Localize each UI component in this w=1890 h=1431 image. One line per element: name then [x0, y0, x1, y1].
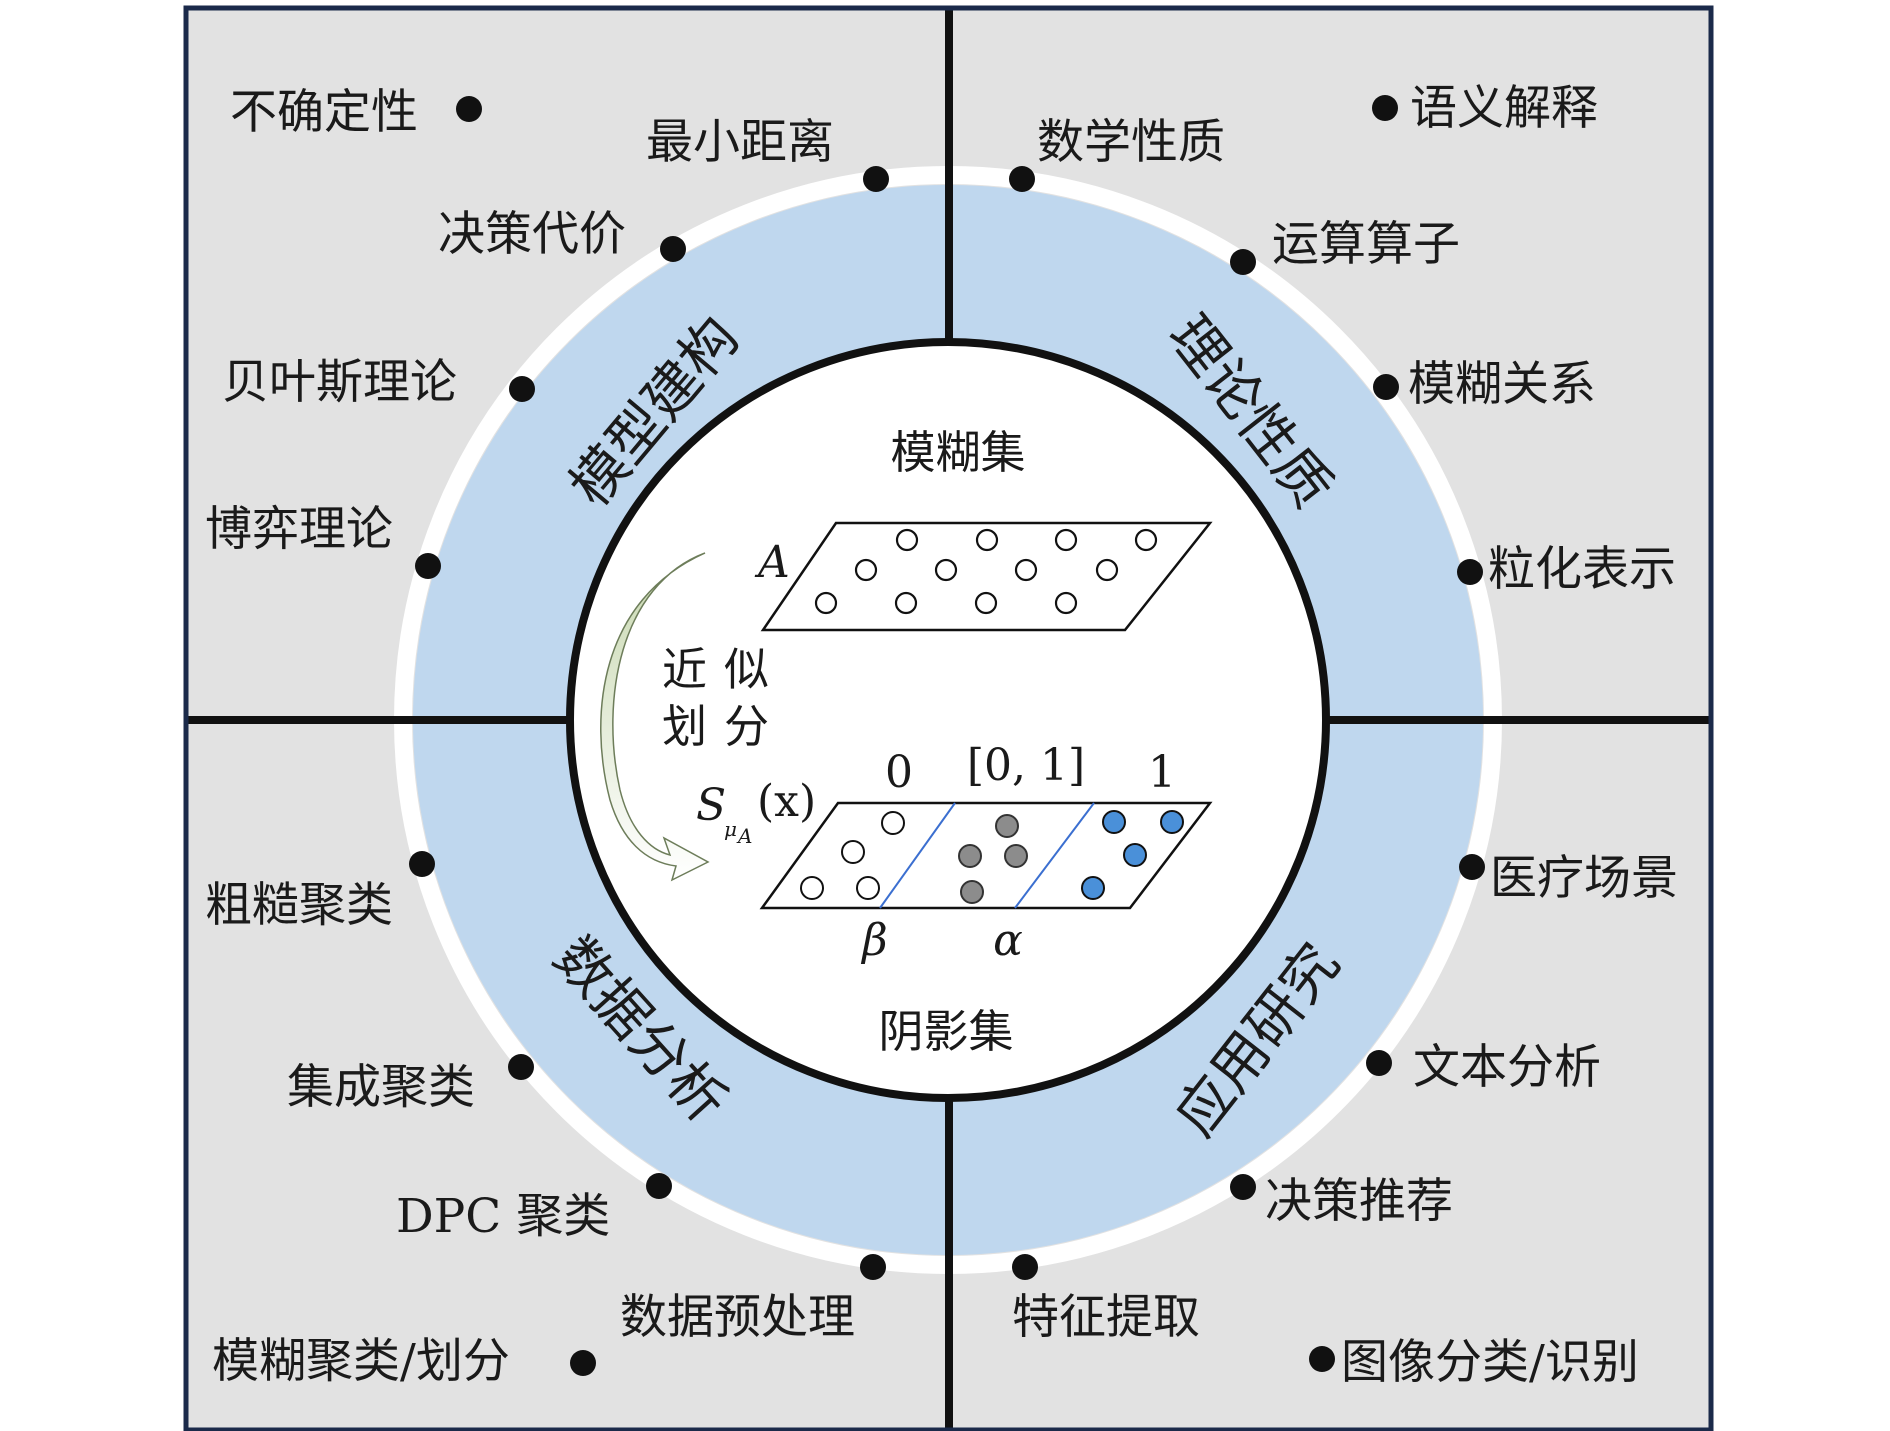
- label-minimum-distance: 最小距离: [646, 115, 834, 170]
- threshold-line-alpha: [1014, 802, 1095, 909]
- label-text-analysis: 文本分析: [1413, 1040, 1601, 1095]
- dot-fuzzy-clustering-partition: [570, 1350, 596, 1376]
- dot-feature-extraction: [1012, 1254, 1038, 1280]
- dot-mathematical-properties: [1009, 166, 1035, 192]
- zero-point: [856, 876, 880, 900]
- fuzzy-point: [1054, 591, 1078, 615]
- fuzzy-point: [1014, 558, 1038, 582]
- shadow-function-symbol: S: [696, 780, 726, 831]
- dot-text-analysis: [1366, 1050, 1392, 1076]
- fuzzy-point: [1095, 558, 1119, 582]
- interval-point: [958, 844, 982, 868]
- shadow-function-argument: (x): [757, 776, 816, 827]
- approximation-arrow: [600, 552, 710, 882]
- fuzzy-set-plane: [760, 521, 1213, 632]
- shadow-zero-points: [800, 811, 905, 900]
- fuzzy-point: [895, 528, 919, 552]
- label-mathematical-properties: 数学性质: [1037, 115, 1225, 170]
- shadow-function-subscript: μ: [724, 817, 737, 841]
- shadow-function-subsubscript: A: [736, 824, 752, 848]
- fuzzy-point: [814, 591, 838, 615]
- label-decision-cost: 决策代价: [438, 207, 626, 262]
- label-semantic-interpretation: 语义解释: [1410, 81, 1598, 136]
- label-data-preprocessing: 数据预处理: [620, 1290, 855, 1345]
- dot-semantic-interpretation: [1372, 95, 1398, 121]
- one-point: [1102, 810, 1126, 834]
- label-rough-clustering: 粗糙聚类: [205, 878, 393, 933]
- dot-granular-representation: [1457, 559, 1483, 585]
- fuzzy-point: [854, 558, 878, 582]
- label-granular-representation: 粒化表示: [1488, 542, 1676, 597]
- label-image-classification: 图像分类/识别: [1341, 1335, 1639, 1390]
- dot-medical-scenario: [1459, 854, 1485, 880]
- approx-char-4: 分: [724, 700, 769, 753]
- dot-operators: [1230, 249, 1256, 275]
- one-point: [1123, 843, 1147, 867]
- label-feature-extraction: 特征提取: [1012, 1290, 1200, 1345]
- dot-minimum-distance: [863, 166, 889, 192]
- dot-ensemble-clustering: [508, 1054, 534, 1080]
- outer-frame: [183, 5, 1714, 1431]
- label-operators: 运算算子: [1272, 217, 1460, 272]
- zero-point: [881, 811, 905, 835]
- shadow-interval-points: [958, 814, 1028, 904]
- interval-point: [995, 814, 1019, 838]
- label-interval: [0, 1]: [967, 740, 1085, 791]
- zero-point: [841, 840, 865, 864]
- approx-char-2: 似: [724, 643, 769, 696]
- label-uncertainty: 不确定性: [230, 85, 418, 140]
- fuzzy-point: [974, 591, 998, 615]
- label-alpha: α: [993, 915, 1023, 966]
- fuzzy-point: [1054, 528, 1078, 552]
- zero-point: [800, 876, 824, 900]
- label-medical-scenario: 医疗场景: [1490, 851, 1678, 906]
- dot-uncertainty: [456, 96, 482, 122]
- fuzzy-point: [934, 558, 958, 582]
- interval-point: [1004, 844, 1028, 868]
- label-zero: 0: [885, 747, 913, 798]
- dot-rough-clustering: [409, 851, 435, 877]
- fuzzy-set-title: 模糊集: [890, 426, 1025, 479]
- fuzzy-points: [814, 528, 1158, 615]
- label-dpc-clustering: DPC 聚类: [396, 1189, 610, 1244]
- shadow-set-title: 阴影集: [878, 1005, 1013, 1058]
- shadow-one-points: [1081, 810, 1184, 900]
- label-beta: β: [860, 915, 887, 966]
- threshold-line-beta: [879, 802, 956, 909]
- dot-fuzzy-relation: [1373, 374, 1399, 400]
- interval-point: [960, 880, 984, 904]
- dot-decision-recommendation: [1230, 1174, 1256, 1200]
- label-bayesian-theory: 贝叶斯理论: [222, 355, 457, 410]
- dot-data-preprocessing: [860, 1254, 886, 1280]
- label-decision-recommendation: 决策推荐: [1265, 1174, 1453, 1229]
- approx-char-1: 近: [662, 643, 707, 696]
- label-one: 1: [1148, 747, 1176, 798]
- dot-image-classification: [1309, 1346, 1335, 1372]
- dot-decision-cost: [660, 236, 686, 262]
- dot-bayesian-theory: [509, 376, 535, 402]
- label-fuzzy-relation: 模糊关系: [1408, 357, 1596, 412]
- fuzzy-point: [894, 591, 918, 615]
- set-a-symbol: A: [754, 537, 790, 588]
- label-ensemble-clustering: 集成聚类: [287, 1060, 475, 1115]
- label-game-theory: 博弈理论: [205, 502, 393, 557]
- one-point: [1160, 810, 1184, 834]
- approx-char-3: 划: [662, 700, 707, 753]
- fuzzy-point: [975, 528, 999, 552]
- label-fuzzy-clustering-partition: 模糊聚类/划分: [212, 1334, 510, 1389]
- one-point: [1081, 876, 1105, 900]
- dot-dpc-clustering: [646, 1173, 672, 1199]
- fuzzy-point: [1134, 528, 1158, 552]
- dot-game-theory: [415, 553, 441, 579]
